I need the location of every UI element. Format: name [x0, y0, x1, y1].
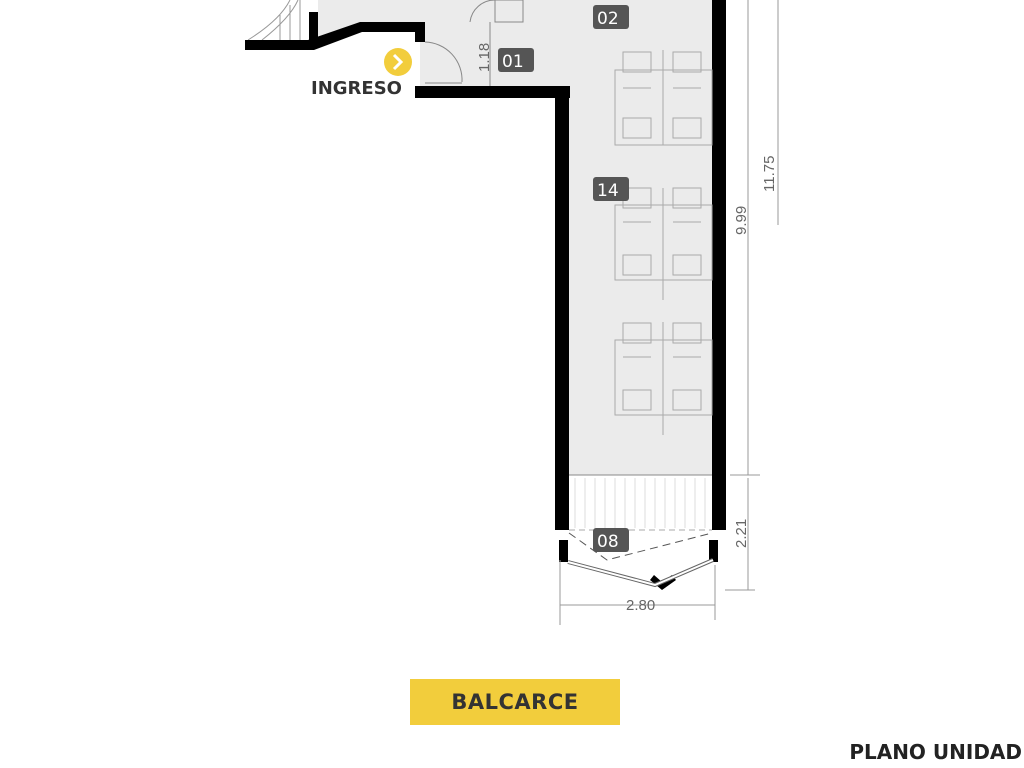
balcony: [567, 474, 714, 588]
dim-total-length: 11.75: [761, 156, 778, 192]
desk-group: [614, 187, 713, 300]
room-tag-14: 14: [593, 177, 629, 201]
floor-area: [318, 0, 715, 475]
dimension-lines: [559, 0, 779, 625]
dim-main-length: 9.99: [733, 206, 750, 235]
svg-text:02: 02: [597, 9, 619, 29]
walls: [245, 0, 726, 590]
plan-title: PLANO UNIDAD: [849, 740, 1022, 764]
dim-balcony-width: 2.80: [626, 597, 655, 614]
entrance-label: INGRESO: [311, 78, 402, 99]
svg-text:14: 14: [597, 181, 619, 201]
svg-text:08: 08: [597, 532, 619, 552]
staircase: [247, 0, 301, 41]
room-tag-08: 08: [593, 528, 629, 552]
room-tag-02: 02: [593, 5, 629, 29]
dim-entry-width: 1.18: [476, 43, 493, 72]
desk-group: [614, 50, 713, 146]
dim-balcony-depth: 2.21: [733, 519, 750, 548]
room-tag-01: 01: [498, 48, 534, 72]
entrance-arrow-icon: [384, 48, 412, 76]
entry-door: [424, 22, 491, 90]
desk-groups: [614, 50, 713, 435]
door-02: [469, 0, 524, 23]
street-label: BALCARCE: [410, 679, 620, 725]
svg-text:01: 01: [502, 52, 524, 72]
desk-group: [614, 322, 713, 435]
